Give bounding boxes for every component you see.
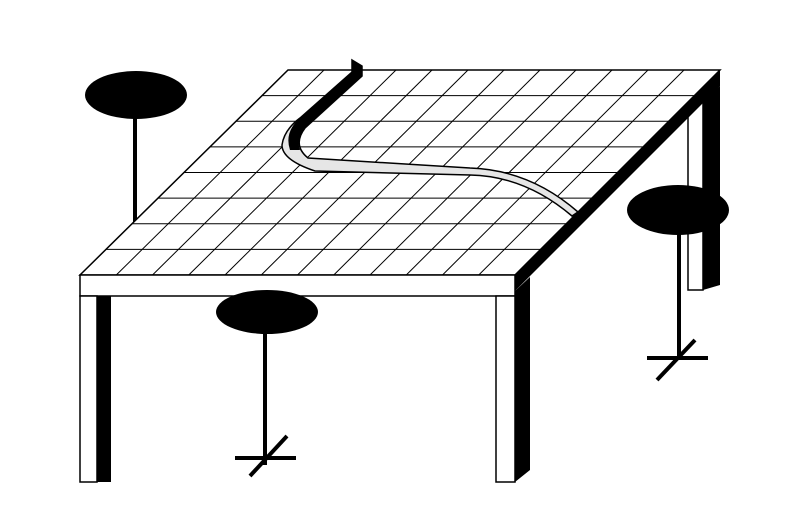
table-front-apron [79, 274, 516, 297]
table-side-edge [515, 70, 720, 291]
stool-front [216, 290, 318, 478]
table-divider [281, 58, 580, 217]
stool-back-left [85, 71, 187, 225]
table-leg-front-left [79, 295, 111, 483]
table-leg-front-right [495, 277, 530, 483]
stool-right [627, 185, 729, 382]
